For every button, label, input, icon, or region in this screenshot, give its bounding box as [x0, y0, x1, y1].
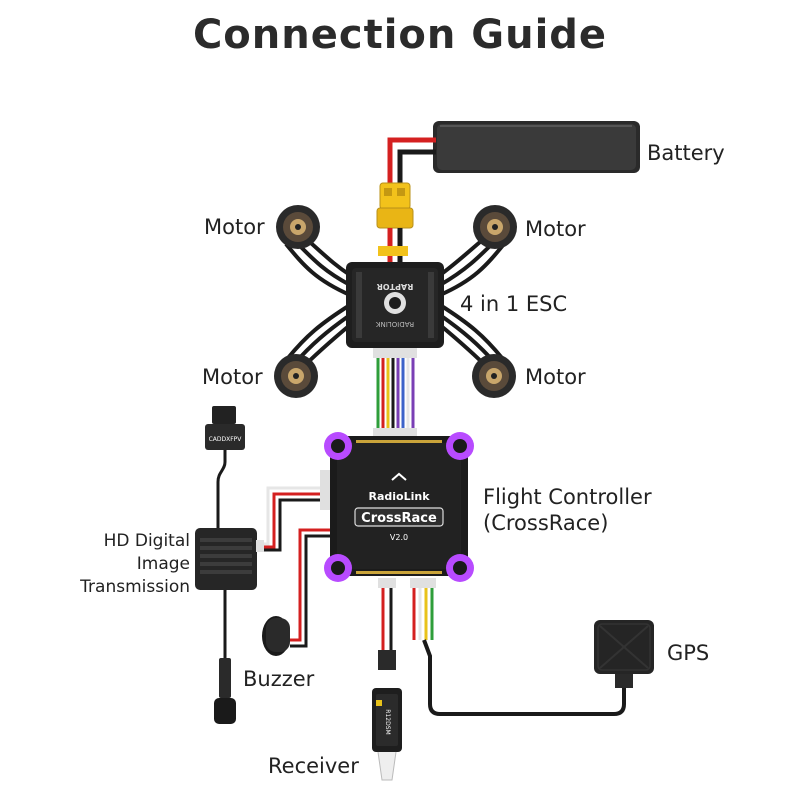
camera-brand-text: CADDXFPV	[209, 436, 243, 443]
label-motor-top-right: Motor	[525, 217, 586, 241]
label-flight-controller: Flight Controller (CrossRace)	[483, 484, 652, 536]
battery-black-lead	[397, 149, 436, 185]
buzzer-wires	[290, 528, 330, 648]
battery-red-lead	[387, 137, 436, 185]
gps-fc-wires	[412, 588, 434, 640]
vtx-fc-wires	[264, 486, 322, 552]
label-esc: 4 in 1 ESC	[460, 292, 568, 316]
esc-maker-text: RADIOLINK	[376, 320, 415, 328]
xt60-connector-icon	[376, 182, 414, 229]
label-fc-line1: Flight Controller	[483, 485, 652, 509]
label-vtx-line1: HD Digital	[103, 531, 190, 551]
fc-brand-text: RadioLink	[368, 490, 430, 503]
gps-module-icon	[594, 620, 654, 688]
antenna-icon	[214, 658, 236, 724]
esc-fc-plug-top	[373, 348, 417, 358]
page-title: Connection Guide	[192, 12, 608, 58]
label-motor-bottom-right: Motor	[525, 365, 586, 389]
camera-cable	[216, 450, 227, 530]
label-motor-top-left: Motor	[204, 215, 265, 239]
esc-fc-ribbon	[376, 358, 415, 428]
label-hd-digital-image-transmission: HD Digital Image Transmission	[58, 530, 190, 599]
label-motor-bottom-left: Motor	[202, 365, 263, 389]
esc-brand-text: RAPTOR	[377, 282, 414, 291]
gps-plug-top	[410, 578, 436, 588]
receiver-model-text: R12DSM	[384, 709, 391, 734]
label-buzzer: Buzzer	[243, 667, 315, 691]
label-gps: GPS	[667, 641, 710, 665]
receiver-icon: R12DSM	[372, 688, 402, 781]
label-battery: Battery	[647, 141, 725, 165]
motor-top-left-icon	[276, 205, 320, 249]
fc-model-text: CrossRace	[361, 511, 437, 526]
camera-icon: CADDXFPV	[205, 406, 245, 450]
vtx-module-icon	[195, 528, 264, 590]
label-vtx-line3: Transmission	[80, 577, 190, 597]
esc-board-icon: RAPTOR RADIOLINK	[346, 262, 444, 348]
fc-side-plug	[320, 470, 330, 510]
motor-top-right-icon	[473, 205, 517, 249]
motor-bottom-right-icon	[472, 354, 516, 398]
label-vtx-line2: Image	[136, 554, 190, 574]
rx-plug-bottom	[378, 650, 396, 670]
buzzer-icon	[262, 616, 290, 656]
esc-capacitor	[378, 246, 408, 256]
rx-plug-top	[378, 578, 396, 588]
label-receiver: Receiver	[268, 754, 359, 778]
flight-controller-icon: RadioLink CrossRace V2.0	[324, 432, 474, 582]
receiver-wires	[381, 588, 393, 650]
fc-version-text: V2.0	[390, 533, 408, 542]
gps-cable	[422, 639, 626, 716]
label-fc-line2: (CrossRace)	[483, 511, 609, 535]
motor-bottom-left-icon	[274, 354, 318, 398]
battery-icon	[433, 121, 640, 173]
esc-fc-plug-bottom	[373, 428, 417, 436]
